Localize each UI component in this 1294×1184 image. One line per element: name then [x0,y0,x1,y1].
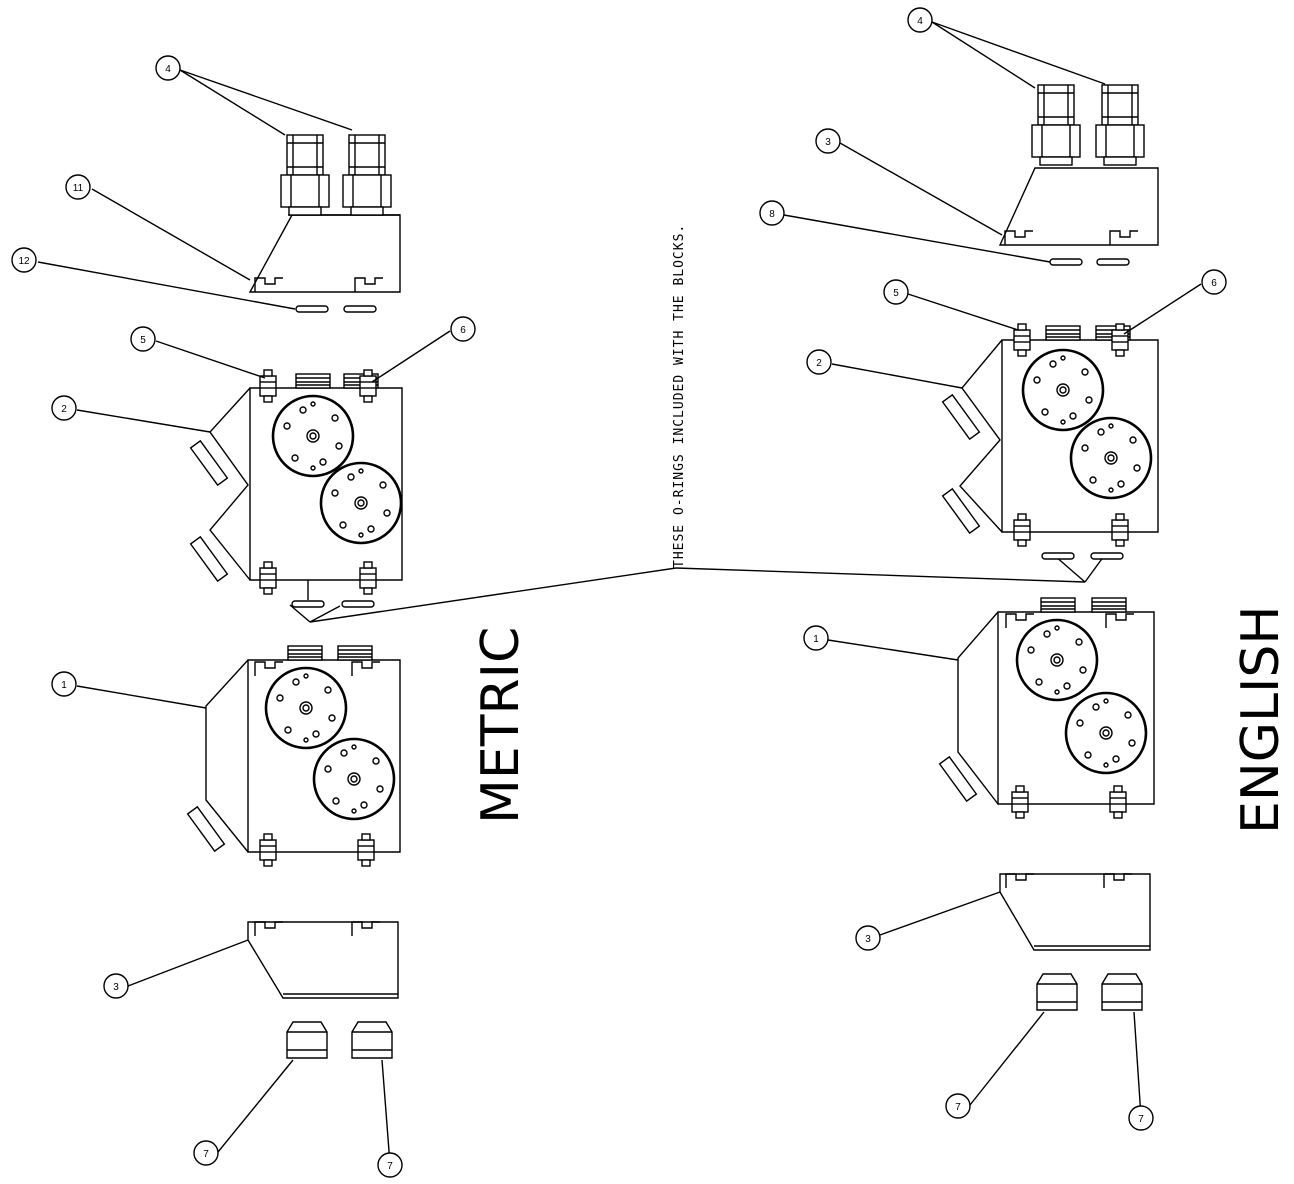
svg-text:4: 4 [917,16,923,27]
svg-text:1: 1 [813,634,819,645]
svg-text:11: 11 [73,183,84,194]
english-balloon-8: 8 [759,200,785,226]
metric-label: METRIC [471,627,531,824]
svg-text:2: 2 [816,358,822,369]
metric-balloon-4: 4 [155,55,181,81]
svg-text:7: 7 [1138,1114,1144,1125]
english-balloon-4: 4 [907,7,933,33]
svg-text:5: 5 [140,335,146,346]
english-balloon-2: 2 [806,349,832,375]
english-balloon-7a: 7 [945,1093,971,1119]
svg-text:6: 6 [1211,278,1217,289]
metric-plug-2 [351,1021,393,1059]
english-balloon-1: 1 [803,625,829,651]
metric-assembly: 4 11 12 5 6 2 1 3 [11,55,531,1178]
metric-balloon-3: 3 [103,973,129,999]
svg-text:7: 7 [203,1149,209,1160]
svg-text:12: 12 [18,256,30,267]
svg-text:2: 2 [61,404,67,415]
metric-plug-1 [286,1021,328,1059]
english-balloon-3: 3 [855,925,881,951]
english-balloon-7b: 7 [1128,1105,1154,1131]
svg-text:3: 3 [865,934,871,945]
svg-text:6: 6 [460,325,466,336]
english-mid-block [941,323,1159,560]
svg-text:3: 3 [113,982,119,993]
metric-balloon-7b: 7 [377,1152,403,1178]
metric-balloon-11: 11 [65,174,91,200]
english-lower-block [938,597,1155,819]
english-plug-1 [1036,973,1078,1011]
svg-text:7: 7 [955,1102,961,1113]
svg-text:4: 4 [165,64,171,75]
oring-note: THESE O-RINGS INCLUDED WITH THE BLOCKS. [289,224,1105,623]
english-plug-2 [1101,973,1143,1011]
metric-balloon-5: 5 [130,326,156,352]
svg-text:8: 8 [769,209,775,220]
metric-balloon-7a: 7 [193,1140,219,1166]
metric-balloon-1: 1 [51,671,77,697]
metric-bottom-block [247,921,399,999]
metric-top-block [248,134,401,313]
english-balloon-6: 6 [1201,269,1227,295]
metric-balloon-2: 2 [51,395,77,421]
english-assembly: 4 3 8 5 6 2 1 3 [759,7,1291,1131]
metric-balloon-6: 6 [450,316,476,342]
metric-leaders [37,69,451,1165]
english-label: ENGLISH [1231,606,1291,834]
svg-text:3: 3 [825,137,831,148]
svg-text:THESE O-RINGS INCLUDED WITH TH: THESE O-RINGS INCLUDED WITH THE BLOCKS. [672,224,687,568]
metric-balloon-12: 12 [11,247,37,273]
english-leaders [783,21,1202,1118]
metric-lower-block [186,645,401,867]
english-balloon-5: 5 [883,279,909,305]
metric-mid-block [189,369,403,608]
svg-text:7: 7 [387,1161,393,1172]
svg-text:1: 1 [61,680,67,691]
english-bottom-block [999,873,1151,951]
svg-text:5: 5 [893,288,899,299]
english-balloon-3-top: 3 [815,128,841,154]
english-top-block [998,84,1159,266]
